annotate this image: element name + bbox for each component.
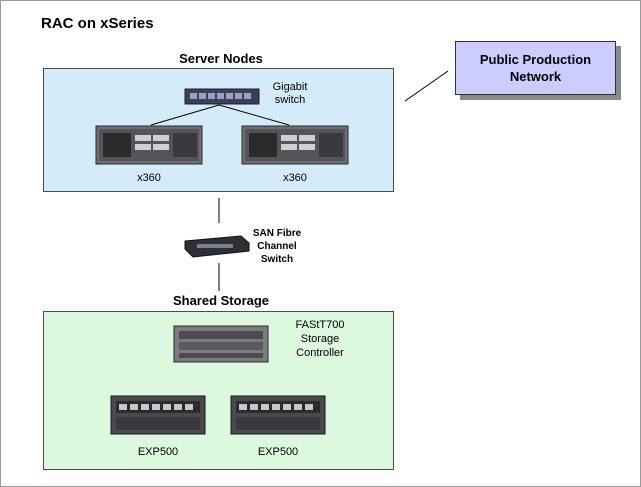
public-network-box: Public Production Network xyxy=(455,41,616,95)
san-switch-icon xyxy=(184,235,250,258)
exp500-1-label: EXP500 xyxy=(137,446,179,458)
x360-server-icon xyxy=(95,125,203,165)
server-nodes-heading: Server Nodes xyxy=(179,51,263,66)
exp500-2-label: EXP500 xyxy=(257,446,299,458)
diagram-title: RAC on xSeries xyxy=(41,15,154,32)
shared-storage-heading: Shared Storage xyxy=(172,293,270,308)
storage-controller-label: FAStT700 Storage Controller xyxy=(295,319,345,359)
san-switch-label: SAN Fibre Channel Switch xyxy=(252,228,302,265)
x360-server-icon xyxy=(241,125,349,165)
gigabit-switch-label: Gigabit switch xyxy=(272,81,308,106)
server-1-label: x360 xyxy=(137,172,161,184)
storage-controller-icon xyxy=(173,325,269,363)
gigabit-switch-icon xyxy=(184,88,260,105)
exp500-enclosure-icon xyxy=(230,395,326,435)
server-2-label: x360 xyxy=(283,172,307,184)
exp500-enclosure-icon xyxy=(110,395,206,435)
